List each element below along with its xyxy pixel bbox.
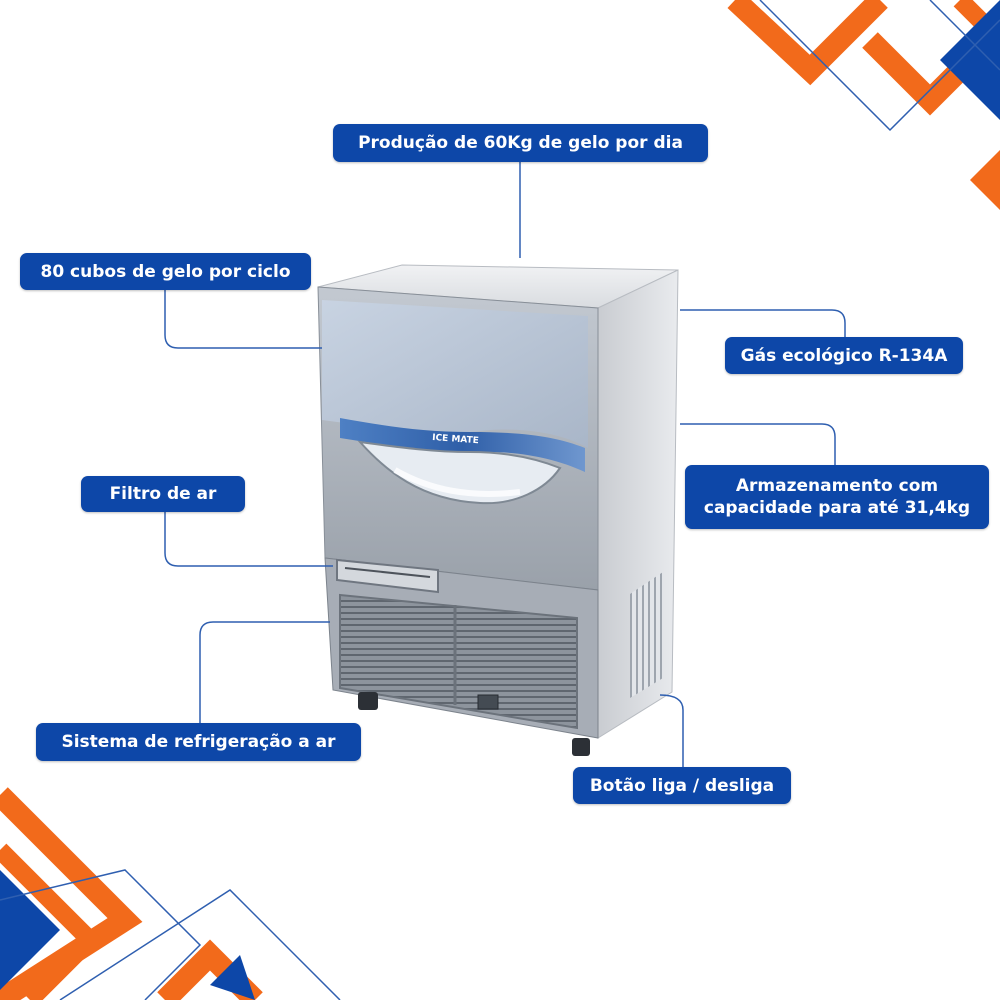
connector-filter [164, 512, 333, 567]
label-cooling-text: Sistema de refrigeração a ar [61, 732, 336, 752]
connector-cubes [164, 290, 322, 349]
label-storage-line2: capacidade para até 31,4kg [703, 498, 971, 518]
label-production-text: Produção de 60Kg de gelo por dia [358, 133, 683, 153]
connector-button [659, 694, 684, 767]
label-cubes-per-cycle: 80 cubos de gelo por ciclo [20, 253, 311, 290]
label-cubes-text: 80 cubos de gelo por ciclo [40, 261, 291, 282]
machine-body [317, 264, 679, 756]
label-gas: Gás ecológico R-134A [725, 337, 963, 374]
label-air-filter: Filtro de ar [81, 476, 245, 512]
connector-cooling [199, 621, 330, 723]
label-production: Produção de 60Kg de gelo por dia [333, 124, 708, 162]
top-right-decoration [727, 0, 1000, 210]
connector-gas [680, 309, 846, 337]
label-filter-text: Filtro de ar [109, 484, 217, 504]
brand-logo: ICE MATE [432, 433, 479, 446]
label-cooling-system: Sistema de refrigeração a ar [36, 723, 361, 761]
bottom-left-decoration [0, 787, 341, 1000]
connector-storage [680, 423, 836, 465]
label-button-text: Botão liga / desliga [589, 775, 775, 796]
label-storage-line1: Armazenamento com [735, 476, 939, 496]
label-power-button: Botão liga / desliga [573, 767, 791, 804]
label-gas-text: Gás ecológico R-134A [740, 345, 948, 366]
label-storage: Armazenamento com capacidade para até 31… [685, 465, 989, 529]
